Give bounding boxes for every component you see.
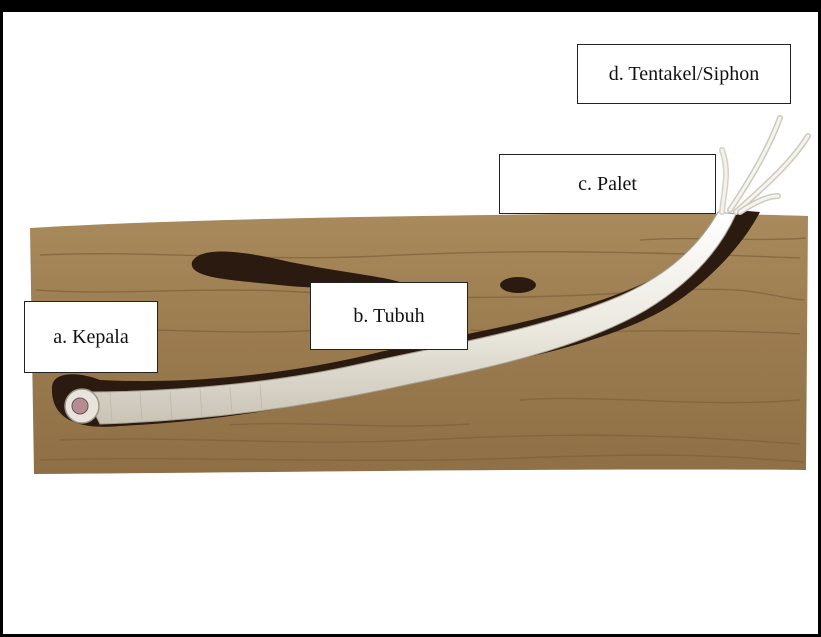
label-kepala: a. Kepala bbox=[24, 301, 158, 373]
label-tubuh: b. Tubuh bbox=[310, 282, 468, 350]
label-palet: c. Palet bbox=[499, 154, 716, 214]
worm-siphons bbox=[722, 118, 808, 212]
label-tentakel-siphon: d. Tentakel/Siphon bbox=[577, 44, 791, 104]
worm-head-shell bbox=[72, 398, 88, 414]
burrow-hole-small bbox=[500, 277, 536, 293]
